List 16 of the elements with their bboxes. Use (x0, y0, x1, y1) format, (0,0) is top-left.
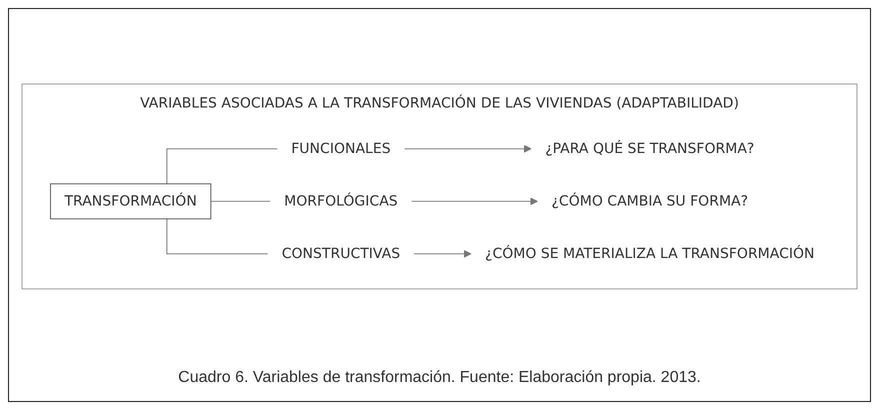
arrow (411, 197, 538, 205)
node-text: CONSTRUCTIVAS (282, 244, 400, 262)
node-text: ¿CÓMO CAMBIA SU FORMA? (551, 192, 748, 209)
node-text: MORFOLÓGICAS (284, 192, 398, 209)
caption: Cuadro 6. Variables de transformación. Fuente: Elaboración propia. 2013. (178, 369, 701, 387)
connector (210, 200, 271, 202)
node-text: ¿PARA QUÉ SE TRANSFORMA? (545, 140, 754, 156)
node-box (50, 182, 212, 219)
arrow (414, 250, 472, 258)
connector (166, 148, 278, 184)
node-text: FUNCIONALES (291, 140, 391, 156)
figure-frame: VARIABLES ASOCIADAS A LA TRANSFORMACIÓN DE LAS VIVIENDAS (ADAPTABILIDAD) TRANSFORMACIÓN FUNCIONALES MORFOLÓGICAS CONSTRUCTIVAS ¿PARA QUÉ SE TRANSFORMA? ¿CÓMO CAMBIA SU FORMA? ¿CÓMO SE MATERIALIZA LA TRANSFORMACIÓN Cuadro 6. Variables de transformación. Fuente: Elaboración propia. 2013. (8, 8, 871, 402)
arrow (404, 144, 532, 152)
connector (166, 218, 268, 254)
cluster (22, 83, 858, 289)
node-text: ¿CÓMO SE MATERIALIZA LA TRANSFORMACIÓN (485, 244, 815, 262)
